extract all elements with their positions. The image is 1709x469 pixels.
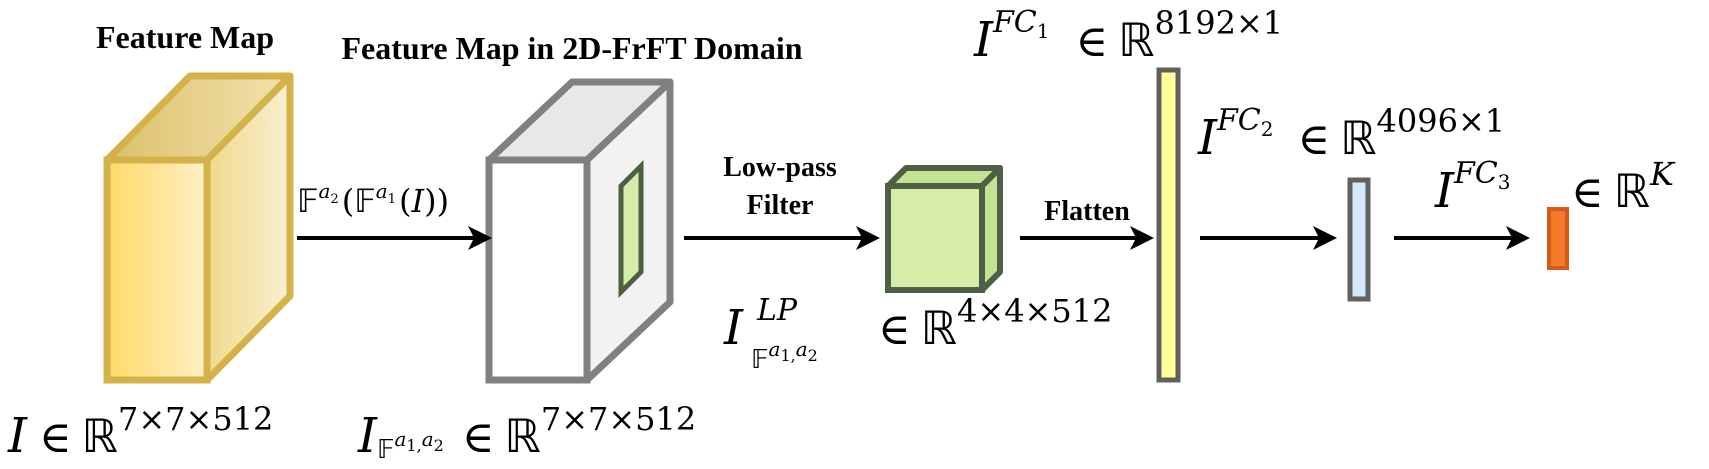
feature-map-cuboid bbox=[103, 72, 294, 384]
fc1-formula: IFC1∈ℝ8192×1 bbox=[973, 4, 1283, 68]
feature-map-title: Feature Map bbox=[96, 19, 274, 55]
fc2-formula: IFC2∈ℝ4096×1 bbox=[1197, 102, 1505, 166]
frequency-patch bbox=[618, 159, 644, 299]
transform-formula: 𝔽a2(𝔽a1(I)) bbox=[297, 179, 449, 220]
fc2-bar bbox=[1347, 177, 1371, 302]
flatten-label: Flatten bbox=[1044, 196, 1130, 227]
svg-text:I: I bbox=[723, 300, 744, 356]
lowpass-label-line1: Low-pass bbox=[723, 152, 837, 183]
svg-text:∈ℝ4×4×512: ∈ℝ4×4×512 bbox=[878, 292, 1112, 355]
svg-text:𝔽a1,a2: 𝔽a1,a2 bbox=[751, 337, 818, 375]
frft-feature-map-cuboid bbox=[485, 78, 674, 384]
fc1-bar bbox=[1156, 67, 1181, 383]
lowpass-cube bbox=[885, 165, 1003, 293]
input-formula: I∈ℝ7×7×512 bbox=[7, 400, 273, 464]
lowpass-label-line2: Filter bbox=[747, 190, 814, 221]
fc3-formula-space: ∈ℝK bbox=[1571, 155, 1676, 218]
frft-domain-title: Feature Map in 2D-FrFT Domain bbox=[342, 30, 803, 66]
fc3-formula: IFC3 bbox=[1434, 156, 1510, 219]
svg-text:LP: LP bbox=[756, 293, 798, 328]
frft-formula: I𝔽a1,a2∈ℝ7×7×512 bbox=[357, 400, 696, 465]
lowpass-formula: I LP 𝔽a1,a2 ∈ℝ4×4×512 bbox=[723, 292, 1112, 375]
fc3-bar bbox=[1547, 207, 1569, 270]
